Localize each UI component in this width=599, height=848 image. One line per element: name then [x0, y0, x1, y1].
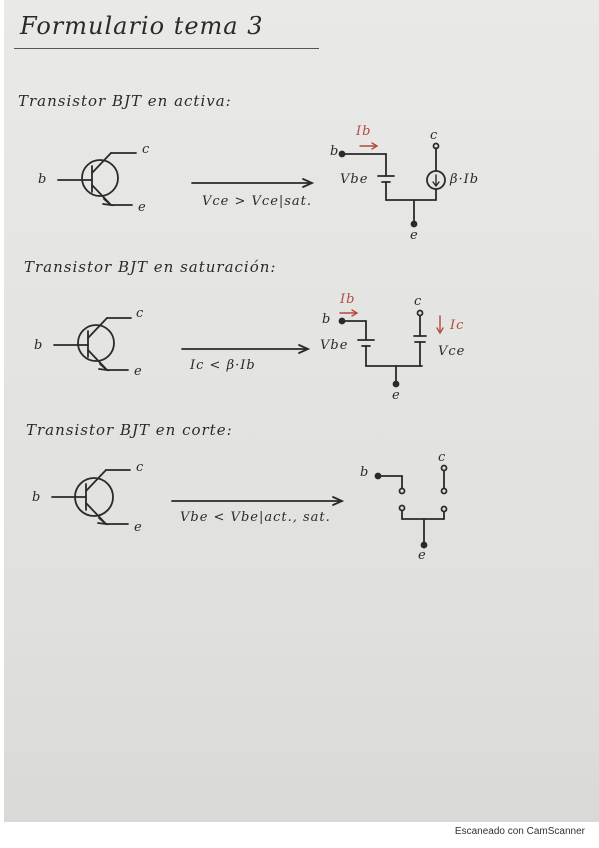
- current-ib-saturacion: Ib: [340, 292, 356, 307]
- section-heading-corte: Transistor BJT en corte:: [26, 421, 233, 439]
- condition-activa: Vce > Vce|sat.: [202, 194, 313, 209]
- arrow-corte: [171, 496, 345, 506]
- terminal-e-saturacion: e: [134, 364, 143, 379]
- condition-saturacion: Ic < β·Ib: [190, 358, 256, 373]
- model-c-activa: c: [430, 128, 439, 143]
- arrow-activa: [191, 178, 315, 188]
- terminal-c-saturacion: c: [136, 306, 145, 321]
- model-c-saturacion: c: [414, 294, 423, 309]
- scanner-watermark: Escaneado con CamScanner: [454, 826, 585, 837]
- circuit-drawings: [51, 142, 448, 549]
- terminal-b-activa: b: [38, 172, 48, 187]
- voltage-vbe-saturacion: Vbe: [320, 338, 349, 353]
- arrow-saturacion: [181, 344, 311, 354]
- current-ib-activa: Ib: [356, 124, 372, 139]
- current-ic-saturacion: Ic: [450, 318, 465, 333]
- section-heading-saturacion: Transistor BJT en saturación:: [24, 258, 277, 276]
- condition-corte: Vbe < Vbe|act., sat.: [180, 510, 331, 525]
- voltage-vce-saturacion: Vce: [438, 344, 466, 359]
- source-beta-ib-activa: β·Ib: [450, 172, 480, 187]
- equivalent-circuit-corte: [374, 464, 448, 549]
- terminal-e-activa: e: [138, 200, 147, 215]
- model-b-activa: b: [330, 144, 340, 159]
- model-e-saturacion: e: [392, 388, 401, 403]
- bjt-symbol-saturacion: [53, 317, 132, 372]
- model-e-corte: e: [418, 548, 427, 563]
- terminal-b-saturacion: b: [34, 338, 44, 353]
- terminal-c-activa: c: [142, 142, 151, 157]
- bjt-symbol-corte: [51, 469, 131, 526]
- model-b-corte: b: [360, 465, 370, 480]
- page-title: Formulario tema 3: [20, 12, 264, 40]
- section-heading-activa: Transistor BJT en activa:: [18, 92, 232, 110]
- terminal-b-corte: b: [32, 490, 42, 505]
- model-e-activa: e: [410, 228, 419, 243]
- equivalent-circuit-saturacion: [338, 309, 427, 388]
- notebook-page: Formulario tema 3 Transistor BJT en acti…: [4, 0, 599, 822]
- terminal-e-corte: e: [134, 520, 143, 535]
- title-underline: [14, 48, 319, 49]
- equivalent-circuit-activa: [338, 142, 446, 228]
- terminal-c-corte: c: [136, 460, 145, 475]
- model-b-saturacion: b: [322, 312, 332, 327]
- model-c-corte: c: [438, 450, 447, 465]
- voltage-vbe-activa: Vbe: [340, 172, 369, 187]
- bjt-symbol-activa: [57, 152, 137, 207]
